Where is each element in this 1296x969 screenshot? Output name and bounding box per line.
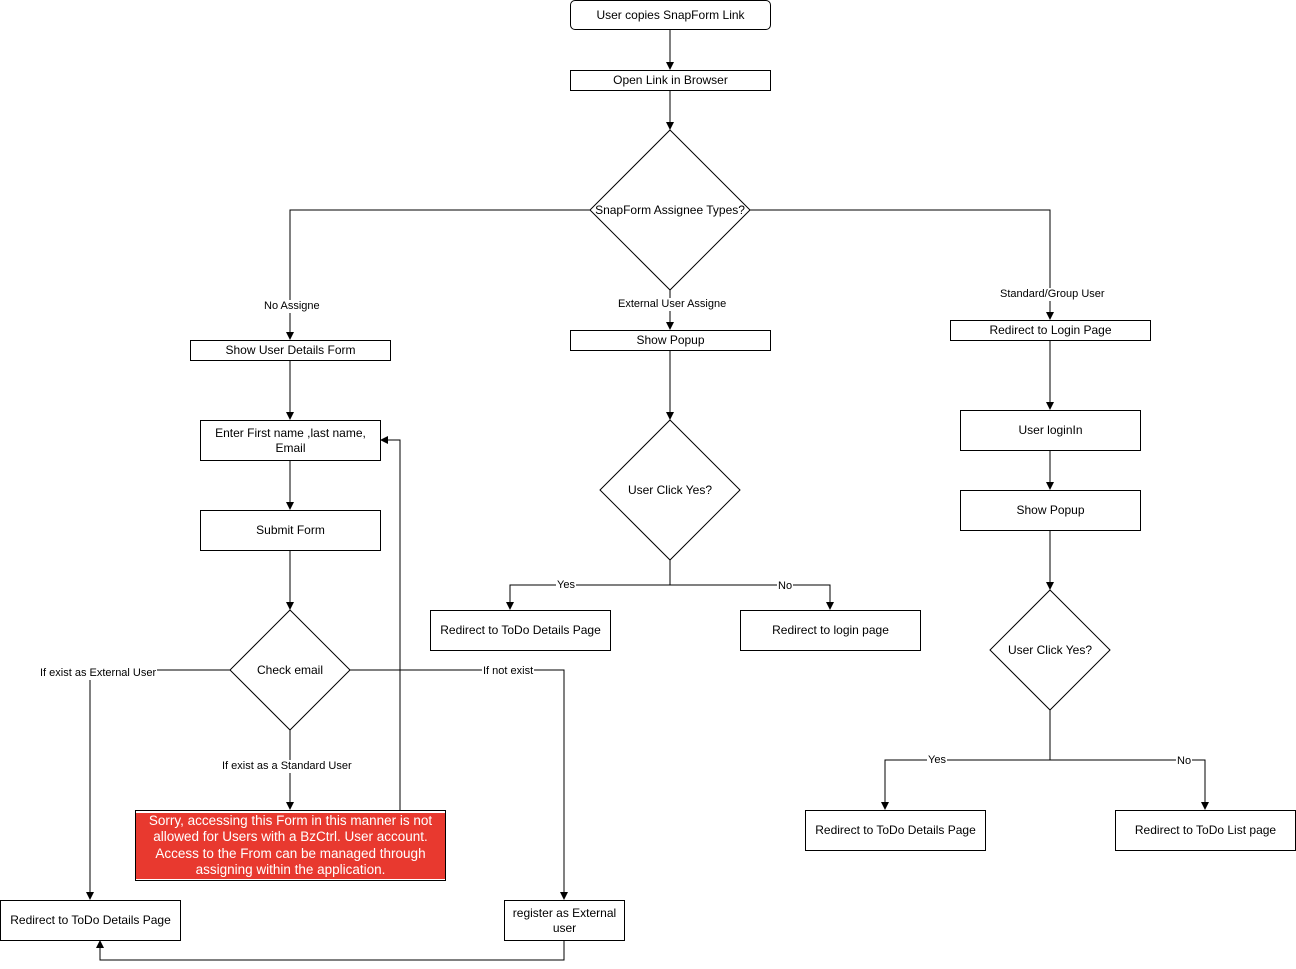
node-redirect-login-page-right: Redirect to Login Page — [950, 320, 1151, 341]
edge-label-no-assigne: No Assigne — [263, 300, 321, 313]
node-start: User copies SnapForm Link — [570, 0, 771, 30]
edge-standard-group — [750, 209, 1054, 320]
node-redirect-todo-details-mid: Redirect to ToDo Details Page — [430, 610, 611, 651]
edge-yes-right — [881, 710, 1051, 810]
edge-label-no-right: No — [1176, 755, 1193, 768]
node-show-popup-mid: Show Popup — [570, 330, 771, 351]
warning-message-text: Sorry, accessing this Form in this manne… — [136, 812, 445, 879]
node-user-login: User loginIn — [960, 410, 1141, 451]
edge-label-yes-right: Yes — [927, 754, 947, 767]
node-redirect-todo-details-right: Redirect to ToDo Details Page — [805, 810, 986, 851]
edge-label-standard-group-user: Standard/Group User — [999, 288, 1106, 301]
node-open-link: Open Link in Browser — [570, 70, 771, 91]
decision-user-click-right-label: User Click Yes? — [1007, 642, 1093, 657]
node-redirect-todo-list-right: Redirect to ToDo List page — [1115, 810, 1296, 851]
edge-label-if-exist-external: If exist as External User — [39, 667, 158, 680]
edge-label-no-mid: No — [777, 580, 794, 593]
decision-assignee-types-label: SnapForm Assignee Types? — [595, 202, 745, 217]
edge-yes-mid — [506, 560, 671, 610]
node-redirect-login-mid: Redirect to login page — [740, 610, 921, 651]
warning-message-box: Sorry, accessing this Form in this manne… — [135, 810, 446, 881]
node-submit-form: Submit Form — [200, 510, 381, 551]
edge-no-mid — [670, 584, 834, 610]
node-enter-details: Enter First name ,last name, Email — [200, 420, 381, 461]
decision-user-click-mid-label: User Click Yes? — [627, 482, 713, 497]
node-register-external: register as External user — [504, 900, 625, 941]
edge-register-to-details — [96, 940, 565, 961]
node-show-user-details-form: Show User Details Form — [190, 340, 391, 361]
node-redirect-todo-details-left: Redirect to ToDo Details Page — [0, 900, 181, 941]
decision-check-email-label: Check email — [256, 662, 324, 677]
edge-label-external-user-assigne: External User Assigne — [617, 298, 728, 311]
edge-label-if-exist-standard: If exist as a Standard User — [221, 760, 353, 773]
edge-sorry-back-to-enter — [380, 436, 401, 810]
edge-label-if-not-exist: If not exist — [482, 665, 535, 678]
edge-not-exist — [350, 669, 568, 900]
edge-no-right — [1050, 759, 1209, 810]
edge-no-assigne — [286, 209, 590, 340]
edge-label-yes-mid: Yes — [556, 579, 576, 592]
node-show-popup-right: Show Popup — [960, 490, 1141, 531]
